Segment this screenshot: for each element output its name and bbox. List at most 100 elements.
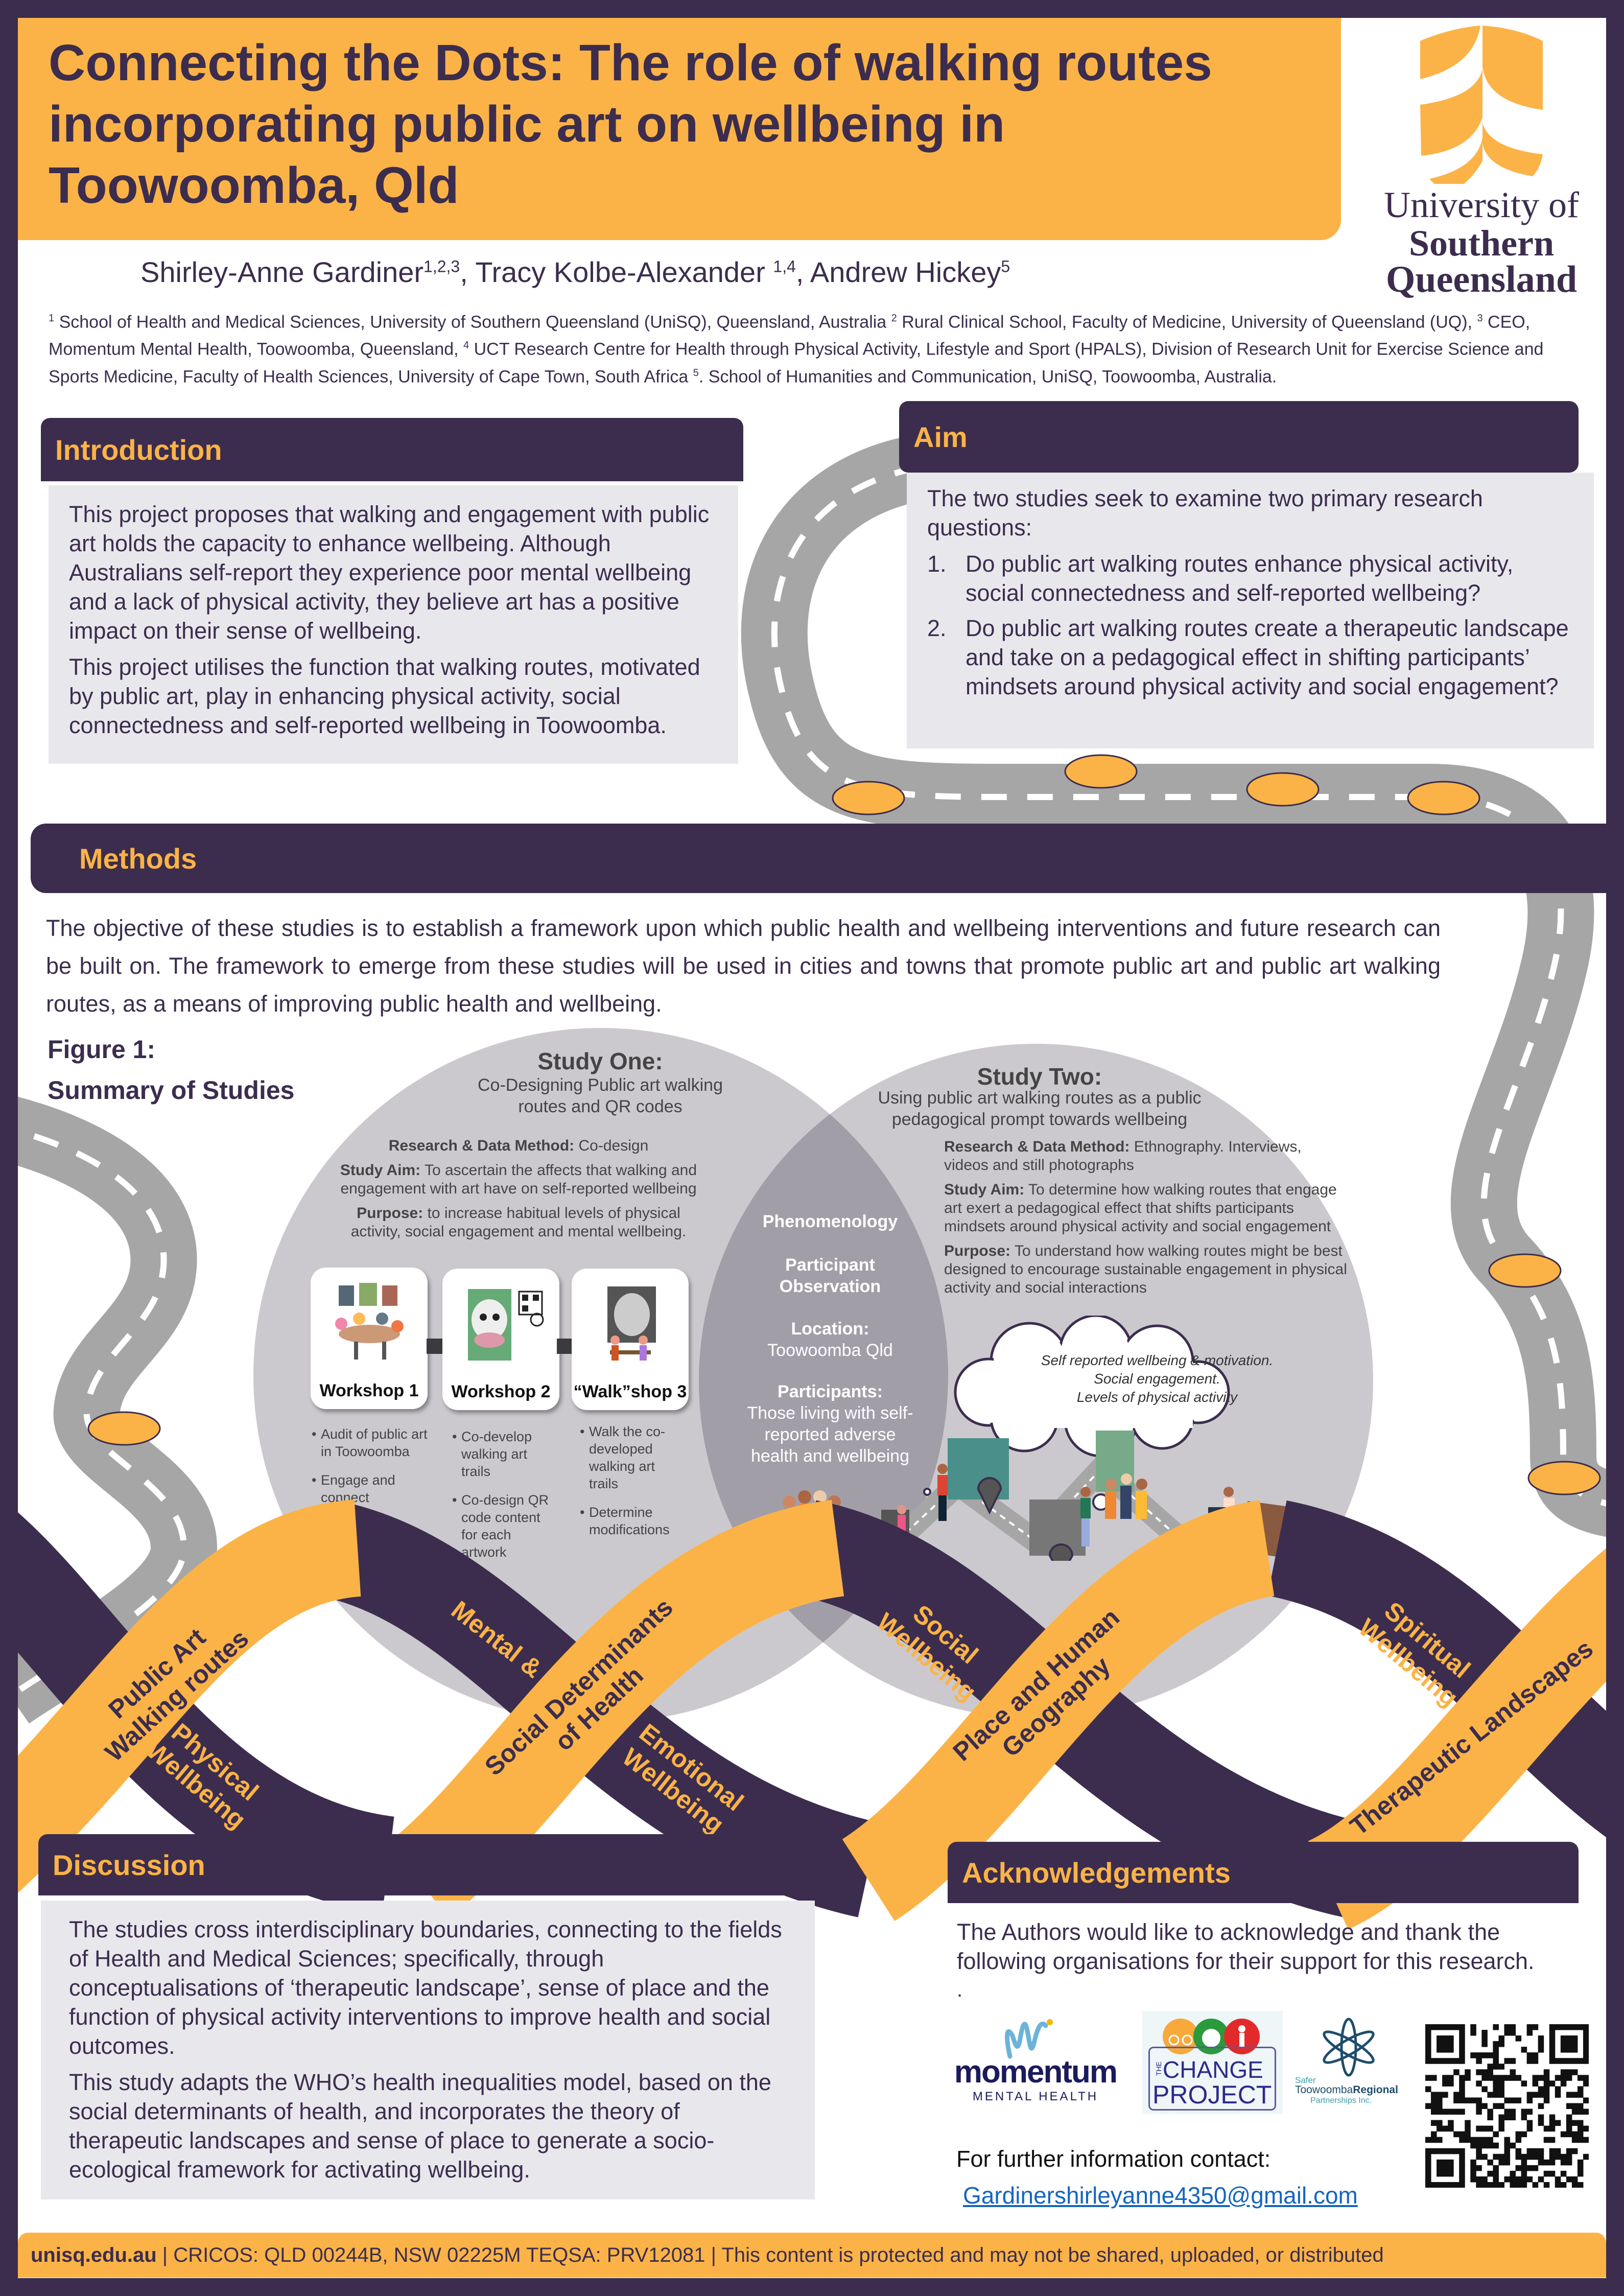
qr-module (1521, 2047, 1527, 2053)
qr-module (1538, 2035, 1544, 2042)
qr-module (1470, 2176, 1476, 2183)
qr-module (1566, 2153, 1572, 2160)
author-list: Shirley-Anne Gardiner1,2,3, Tracy Kolbe-… (140, 255, 1010, 289)
qr-module (1549, 2153, 1556, 2160)
qr-module (1549, 2137, 1556, 2143)
qr-module (1532, 2165, 1539, 2171)
footer-site-link[interactable]: unisq.edu.au (31, 2244, 157, 2266)
methods-header: Methods (31, 824, 1606, 893)
introduction-body: This project proposes that walking and e… (49, 485, 738, 764)
qr-module (1481, 2182, 1488, 2188)
qr-module (1437, 2047, 1443, 2053)
qr-module (1470, 2142, 1476, 2149)
qr-module (1431, 2148, 1437, 2154)
qr-module (1437, 2148, 1443, 2154)
qr-module (1481, 2125, 1488, 2132)
qr-module (1425, 2024, 1431, 2030)
qr-module (1493, 2041, 1499, 2047)
workshop-1-label: Workshop 1 (319, 1381, 419, 1400)
qr-module (1560, 2035, 1567, 2042)
momentum-wordmark: momentum (954, 2054, 1118, 2090)
qr-module (1498, 2125, 1504, 2132)
qr-module (1504, 2114, 1511, 2121)
ribbon-segment-orange (841, 1500, 1276, 1921)
aim-heading: Aim (913, 420, 968, 453)
qr-module (1465, 2069, 1471, 2075)
qr-module (1510, 2069, 1516, 2075)
qr-module (1549, 2041, 1556, 2047)
qr-module (1543, 2182, 1550, 2188)
qr-module (1504, 2058, 1511, 2064)
logo-line-2: Southern (1408, 223, 1555, 264)
qr-module (1498, 2182, 1504, 2188)
aim-question: 2. Do public art walking routes create a… (927, 614, 1573, 701)
road-right-centerline (771, 464, 1606, 1507)
qr-module (1521, 2159, 1527, 2166)
qr-module (1481, 2086, 1488, 2092)
qr-module (1493, 2182, 1499, 2188)
qr-module (1521, 2131, 1527, 2138)
qr-module (1487, 2142, 1493, 2149)
qr-module (1493, 2176, 1499, 2183)
study-two-details: Research & Data Method: Ethnography. Int… (944, 1138, 1348, 1297)
qr-module (1583, 2058, 1589, 2064)
qr-module (1549, 2035, 1556, 2042)
walkshop-illustration (607, 1286, 656, 1361)
qr-module (1566, 2058, 1572, 2064)
qr-module (1504, 2142, 1511, 2149)
qr-module (1526, 2148, 1533, 2154)
qr-module (1493, 2047, 1499, 2053)
qr-module (1498, 2114, 1504, 2121)
qr-module (1487, 2092, 1493, 2098)
qr-module (1437, 2024, 1443, 2030)
qr-module (1504, 2137, 1511, 2143)
qr-module (1577, 2086, 1584, 2092)
qr-module (1481, 2137, 1488, 2143)
logo-line-1: University of (1384, 184, 1579, 225)
qr-module (1515, 2148, 1522, 2154)
qr-module (1453, 2148, 1460, 2154)
qr-module (1538, 2075, 1544, 2081)
bullet-item: Walk the co-developed walking art trails (580, 1423, 687, 1492)
study-two-aim: To determine how walking routes that eng… (944, 1181, 1337, 1235)
affil-num: 3 (1477, 313, 1483, 324)
qr-module (1510, 2058, 1516, 2064)
qr-module (1459, 2086, 1465, 2092)
qr-module (1442, 2024, 1448, 2030)
qr-module (1577, 2108, 1584, 2115)
qr-module (1526, 2092, 1533, 2098)
qr-module (1566, 2103, 1572, 2110)
study-two-title: Study Two: (977, 1063, 1102, 1090)
qr-module (1560, 2080, 1567, 2087)
qr-module (1459, 2052, 1465, 2058)
footer-text: | CRICOS: QLD 00244B, NSW 02225M TEQSA: … (156, 2244, 1384, 2266)
qr-module (1459, 2075, 1465, 2081)
contact-email-link[interactable]: Gardinershirleyanne4350@gmail.com (963, 2182, 1358, 2209)
qr-module (1515, 2165, 1522, 2171)
qr-module (1453, 2058, 1460, 2064)
qr-module (1470, 2159, 1476, 2166)
qr-module (1526, 2030, 1533, 2036)
qr-module (1437, 2125, 1443, 2132)
qr-module (1543, 2125, 1550, 2132)
qr-module (1510, 2114, 1516, 2121)
qr-module (1493, 2080, 1499, 2087)
qr-module (1515, 2182, 1522, 2188)
qr-module (1425, 2052, 1431, 2058)
qr-module (1583, 2108, 1589, 2115)
qr-module (1487, 2052, 1493, 2058)
qr-module (1555, 2148, 1561, 2154)
qr-module (1442, 2125, 1448, 2132)
qr-module (1521, 2170, 1527, 2177)
qr-module (1459, 2035, 1465, 2042)
qr-module (1571, 2108, 1578, 2115)
qr-module (1476, 2108, 1482, 2115)
qr-module (1476, 2103, 1482, 2110)
author-separator: , (795, 256, 810, 288)
qr-module (1470, 2052, 1476, 2058)
figure-title: Summary of Studies (48, 1076, 295, 1105)
qr-module (1560, 2069, 1567, 2075)
qr-module (1476, 2058, 1482, 2064)
qr-code[interactable] (1425, 2024, 1589, 2188)
qr-module (1425, 2137, 1431, 2143)
